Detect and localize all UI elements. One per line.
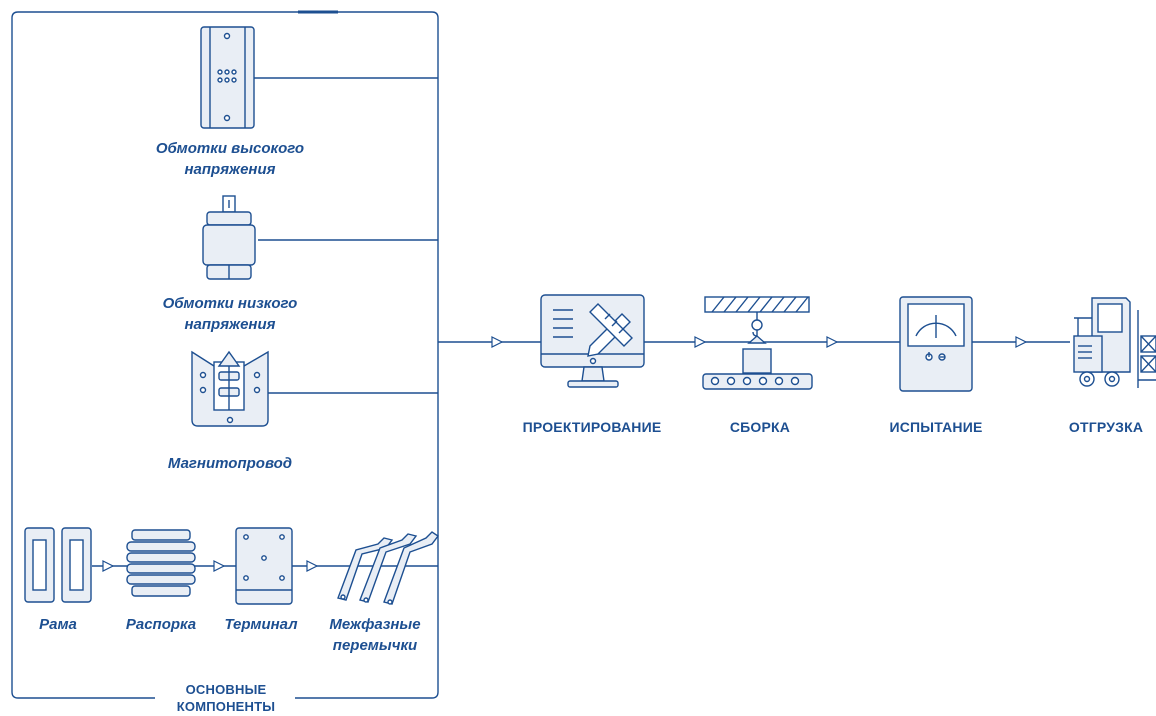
core-label: Магнитопровод	[167, 455, 293, 472]
spacer-label: Распорка	[125, 616, 197, 633]
design-label: ПРОЕКТИРОВАНИЕ	[522, 419, 662, 435]
terminal-icon	[235, 527, 293, 605]
terminal-label: Терминал	[224, 616, 298, 633]
flow-arrows	[102, 336, 1028, 572]
hv-winding-label: Обмотки высокого напряжения	[155, 140, 305, 178]
arrow-to-design	[491, 336, 504, 348]
testing-icon	[899, 296, 973, 392]
core-icon	[191, 350, 269, 427]
lv-winding-label: Обмотки низкого напряжения	[162, 295, 298, 333]
arrow-spacer-terminal	[213, 560, 226, 572]
shipping-label: ОТГРУЗКА	[1068, 419, 1144, 435]
shipping-icon	[1073, 297, 1156, 388]
lv-winding-icon	[202, 195, 256, 280]
assembly-label: СБОРКА	[729, 419, 791, 435]
arrow-to-testing	[826, 336, 839, 348]
group-title: ОСНОВНЫЕ КОМПОНЕНТЫ	[176, 682, 276, 714]
arrow-frame-spacer	[102, 560, 115, 572]
design-icon	[540, 294, 645, 388]
testing-label: ИСПЫТАНИЕ	[889, 419, 983, 435]
jumpers-label: Межфазные перемычки	[329, 616, 421, 654]
frame-icon	[24, 527, 92, 603]
jumpers-icon	[337, 531, 440, 605]
components-group-border	[11, 10, 439, 699]
hv-winding-icon	[200, 26, 255, 129]
spacer-icon	[126, 529, 196, 597]
arrow-terminal-jumpers	[306, 560, 319, 572]
frame-label: Рама	[39, 616, 77, 633]
arrow-to-shipping	[1015, 336, 1028, 348]
arrow-to-assembly	[694, 336, 707, 348]
assembly-icon	[702, 296, 813, 390]
